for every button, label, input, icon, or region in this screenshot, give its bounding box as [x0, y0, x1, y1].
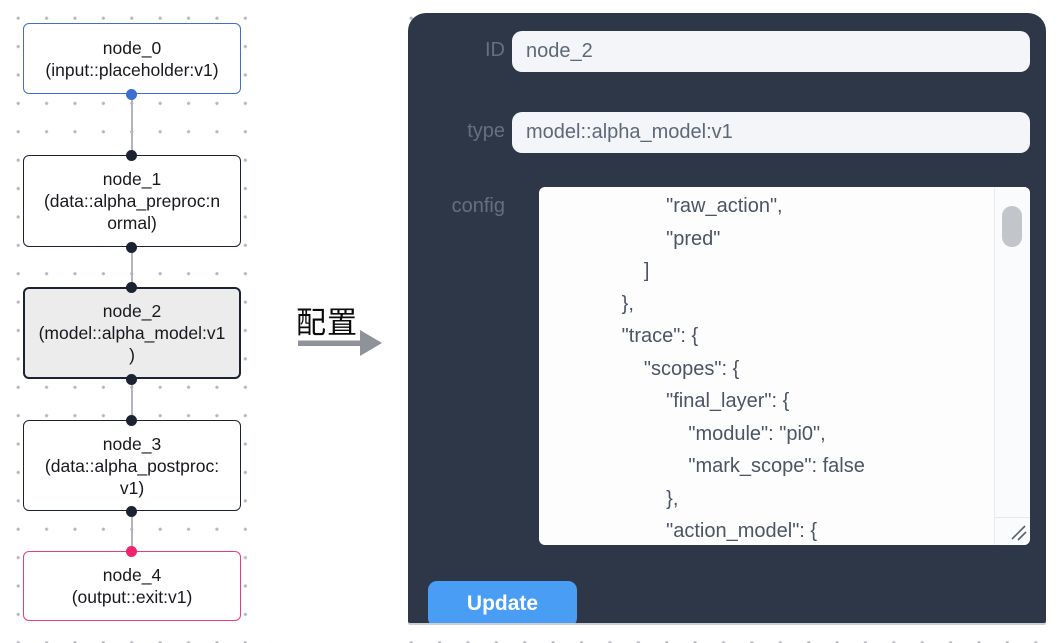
edge-node0-node1 [131, 94, 133, 155]
flow-node-node_2-selected[interactable]: node_2 (model::alpha_model:v1 ) [23, 287, 241, 379]
handle-node2-target[interactable] [126, 281, 137, 293]
node-type-label: (output::exit:v1) [71, 587, 193, 607]
handle-node4-target[interactable] [126, 545, 137, 557]
type-input[interactable]: model::alpha_model:v1 [512, 112, 1030, 153]
config-annotation-label: 配置 [296, 307, 358, 340]
handle-node1-target[interactable] [126, 149, 137, 161]
node-title: node_4 [102, 565, 162, 585]
edge-node1-node2 [131, 247, 133, 287]
config-textarea[interactable]: "raw_action", "pred" ] }, "trace": { "sc… [539, 187, 1030, 545]
scrollbar-corner-divider [995, 517, 1030, 518]
flow-node-node_0[interactable]: node_0 (input::placeholder:v1) [23, 23, 241, 94]
node-title: node_2 [102, 301, 162, 321]
type-field-label: type [467, 120, 505, 142]
panel-canvas: ID node_2 type model::alpha_model:v1 con… [393, 0, 1062, 643]
handle-node2-source[interactable] [126, 373, 137, 385]
config-panel: ID node_2 type model::alpha_model:v1 con… [408, 13, 1046, 623]
scrollbar-track[interactable] [994, 187, 1030, 545]
flow-node-node_4[interactable]: node_4 (output::exit:v1) [23, 551, 241, 621]
node-title: node_0 [102, 37, 162, 58]
resize-grip-icon[interactable] [1008, 522, 1028, 542]
handle-node3-source[interactable] [126, 505, 137, 517]
handle-node3-target[interactable] [126, 414, 137, 426]
config-json-text: "raw_action", "pred" ] }, "trace": { "sc… [621, 195, 865, 542]
id-input[interactable]: node_2 [512, 31, 1030, 72]
flow-canvas: node_0 (input::placeholder:v1) node_1 (d… [0, 0, 272, 643]
node-type-label: (data::alpha_preproc:n ormal) [43, 191, 221, 233]
edge-node3-node4 [131, 511, 133, 551]
edge-node2-node3 [131, 379, 133, 420]
scrollbar-thumb[interactable] [1002, 206, 1022, 247]
right-arrow-icon [298, 330, 382, 356]
node-type-label: (data::alpha_postproc: v1) [44, 455, 220, 498]
config-field-label: config [451, 195, 505, 217]
flow-node-node_1[interactable]: node_1 (data::alpha_preproc:n ormal) [23, 155, 241, 247]
flow-node-node_3[interactable]: node_3 (data::alpha_postproc: v1) [23, 420, 241, 511]
node-title: node_1 [102, 169, 162, 189]
node-title: node_3 [102, 433, 162, 454]
handle-node1-source[interactable] [126, 241, 137, 253]
update-button[interactable]: Update [428, 581, 577, 623]
handle-node0-source[interactable] [126, 88, 137, 100]
id-field-label: ID [485, 39, 505, 61]
node-type-label: (input::placeholder:v1) [45, 59, 219, 80]
node-type-label: (model::alpha_model:v1 ) [38, 323, 226, 365]
